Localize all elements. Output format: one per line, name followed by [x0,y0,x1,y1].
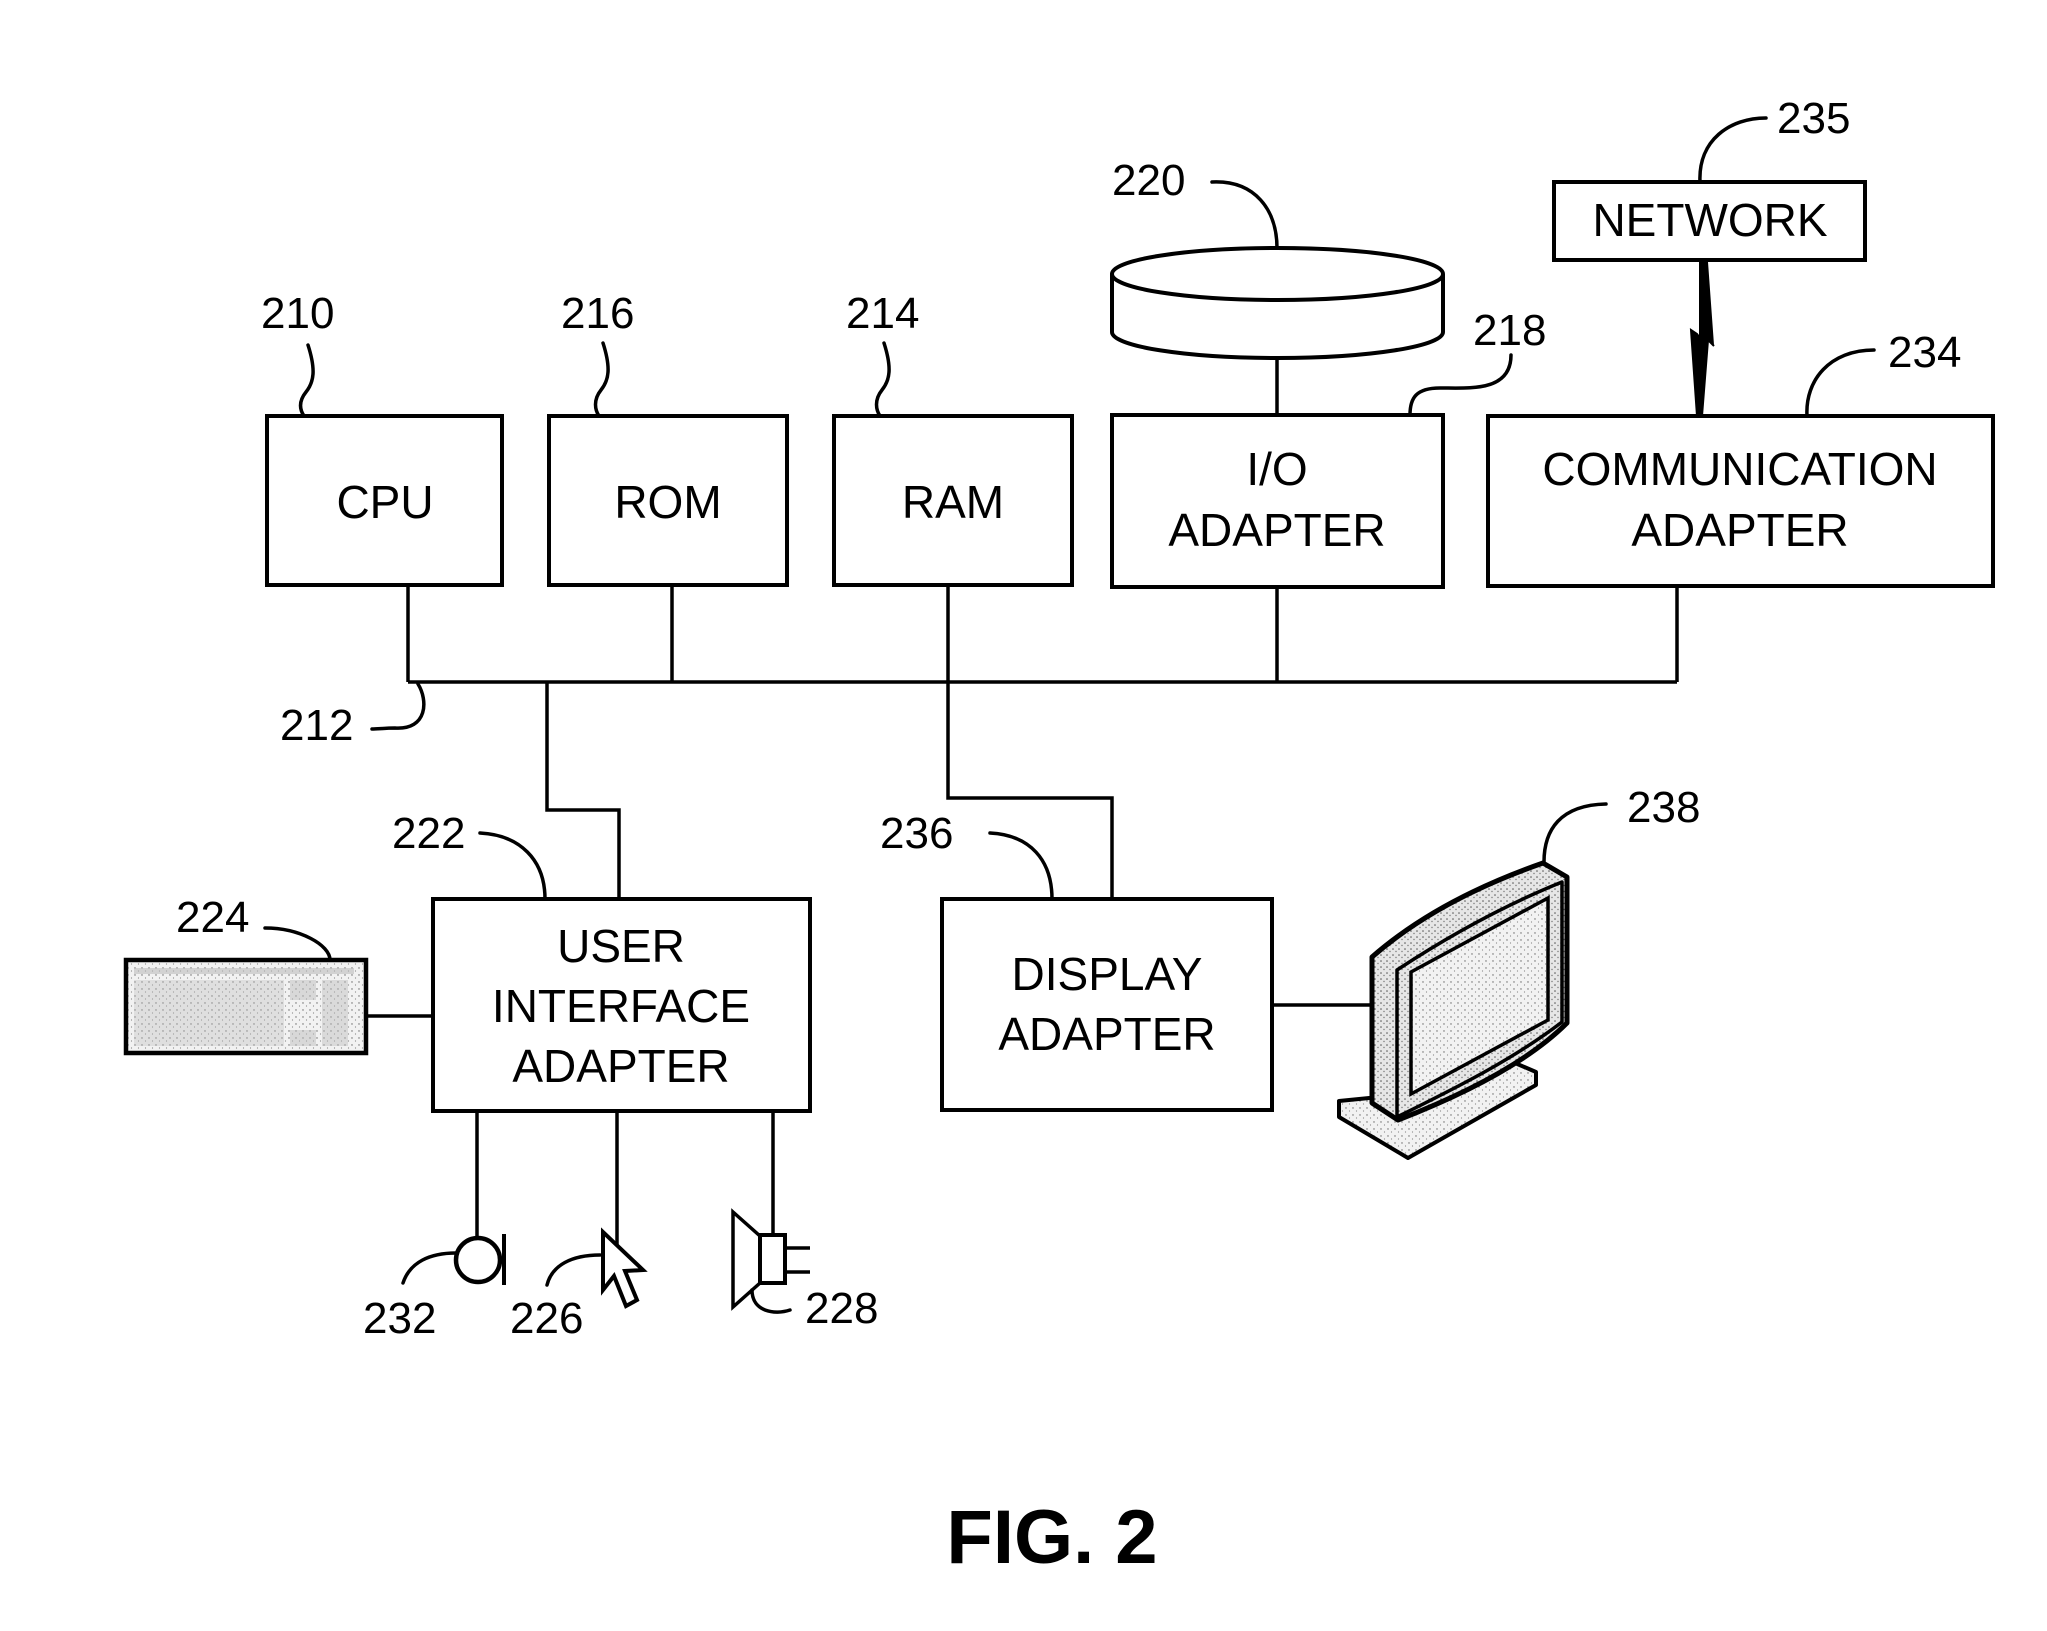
bus-display-connector [948,585,1112,899]
speaker-ref-leader [752,1290,790,1312]
mouse[interactable] [603,1232,643,1306]
ram-label: RAM [902,476,1004,528]
disk-ref-leader [1212,182,1277,248]
speaker-ref: 228 [805,1284,878,1333]
microphone[interactable] [456,1234,504,1285]
monitor-ref: 238 [1627,783,1700,832]
io-adapter-block[interactable]: I/O ADAPTER [1112,415,1443,587]
communication-adapter-label-line2: ADAPTER [1631,504,1848,556]
disk-ref: 220 [1112,156,1185,205]
display-adapter-box[interactable] [942,899,1272,1110]
speaker-body [760,1235,785,1283]
uia-ref-leader [480,833,545,899]
ram-ref-leader [877,343,890,416]
comm-ref-leader [1807,350,1874,416]
io-ref-leader [1410,355,1511,415]
io-adapter-label-line2: ADAPTER [1168,504,1385,556]
keyboard-ref: 224 [176,893,249,942]
display-device[interactable] [1339,863,1567,1158]
rom-block[interactable]: ROM [549,416,787,585]
network-label: NETWORK [1592,194,1827,246]
cpu-ref: 210 [261,289,334,338]
communication-adapter-box[interactable] [1488,416,1993,586]
bus-ref: 212 [280,701,353,750]
figure-caption: FIG. 2 [946,1495,1157,1580]
network-ref-leader [1700,118,1766,182]
speaker-icon [733,1212,760,1307]
keyboard-ref-leader [265,928,330,960]
disk-storage[interactable] [1112,248,1443,358]
monitor-ref-leader [1544,804,1606,862]
mouse-ref: 226 [510,1294,583,1343]
disk-top-ellipse [1112,248,1443,300]
ram-block[interactable]: RAM [834,416,1072,585]
uia-label-line1: USER [557,920,685,972]
uia-label-line3: ADAPTER [512,1040,729,1092]
microphone-ref-leader [403,1253,456,1283]
keyboard[interactable] [126,960,366,1053]
bus-ref-leader [372,684,424,729]
rom-label: ROM [614,476,721,528]
display-adapter-label-line2: ADAPTER [998,1008,1215,1060]
uia-label-line2: INTERFACE [492,980,750,1032]
cpu-block[interactable]: CPU [267,416,502,585]
display-adapter-block[interactable]: DISPLAY ADAPTER [942,899,1272,1110]
display-adapter-label-line1: DISPLAY [1012,948,1203,1000]
uia-ref: 222 [392,809,465,858]
network-block[interactable]: NETWORK [1554,182,1865,260]
comm-ref: 234 [1888,328,1961,377]
mouse-cursor-icon [603,1232,643,1306]
rom-ref: 216 [561,289,634,338]
wireless-link-icon [1691,262,1714,416]
microphone-ref: 232 [363,1294,436,1343]
communication-adapter-label-line1: COMMUNICATION [1542,443,1937,495]
display-adapter-ref-leader [990,833,1052,899]
mouse-ref-leader [547,1255,600,1285]
bus-uia-connector [547,682,619,899]
io-adapter-box[interactable] [1112,415,1443,587]
communication-adapter-block[interactable]: COMMUNICATION ADAPTER [1488,416,1993,586]
rom-ref-leader [596,343,609,416]
io-adapter-label-line1: I/O [1246,443,1307,495]
user-interface-adapter-block[interactable]: USER INTERFACE ADAPTER [433,899,810,1111]
network-ref: 235 [1777,94,1850,143]
display-adapter-ref: 236 [880,809,953,858]
microphone-icon [456,1238,500,1282]
ram-ref: 214 [846,289,919,338]
io-ref: 218 [1473,306,1546,355]
cpu-ref-leader [301,345,314,416]
cpu-label: CPU [336,476,433,528]
